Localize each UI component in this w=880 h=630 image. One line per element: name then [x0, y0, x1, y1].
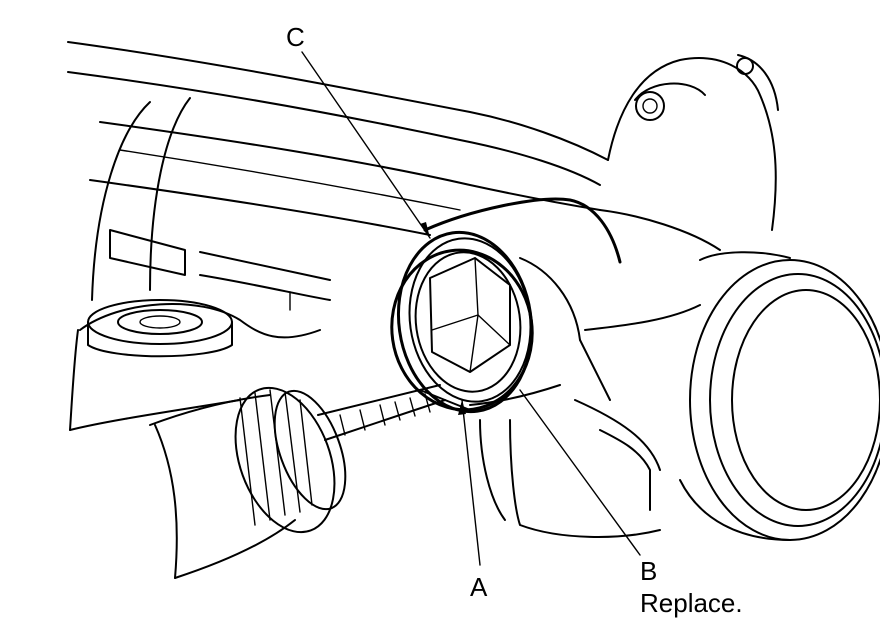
- arrow-c: [420, 222, 430, 238]
- leader-a: [461, 399, 481, 566]
- leader-c: [301, 51, 431, 239]
- label-b-note: Replace.: [640, 588, 743, 618]
- label-c: C: [286, 22, 305, 52]
- housing-plate: [109, 229, 331, 311]
- wrench-tool: [149, 384, 446, 579]
- hex-nut: [429, 257, 511, 373]
- arrow-a: [458, 400, 466, 415]
- leader-b: [519, 389, 641, 556]
- bracket-flange: [69, 299, 661, 538]
- boot-ring: [679, 251, 880, 541]
- rack-housing: [67, 41, 609, 431]
- valve-body: [574, 54, 779, 471]
- label-b: B: [640, 556, 658, 586]
- cylinder: [423, 197, 622, 406]
- locknut-assembly: [390, 230, 534, 414]
- mount-hole: [635, 91, 665, 121]
- leader-lines: [301, 51, 641, 566]
- label-a: A: [470, 572, 488, 602]
- ring-b: [390, 248, 534, 412]
